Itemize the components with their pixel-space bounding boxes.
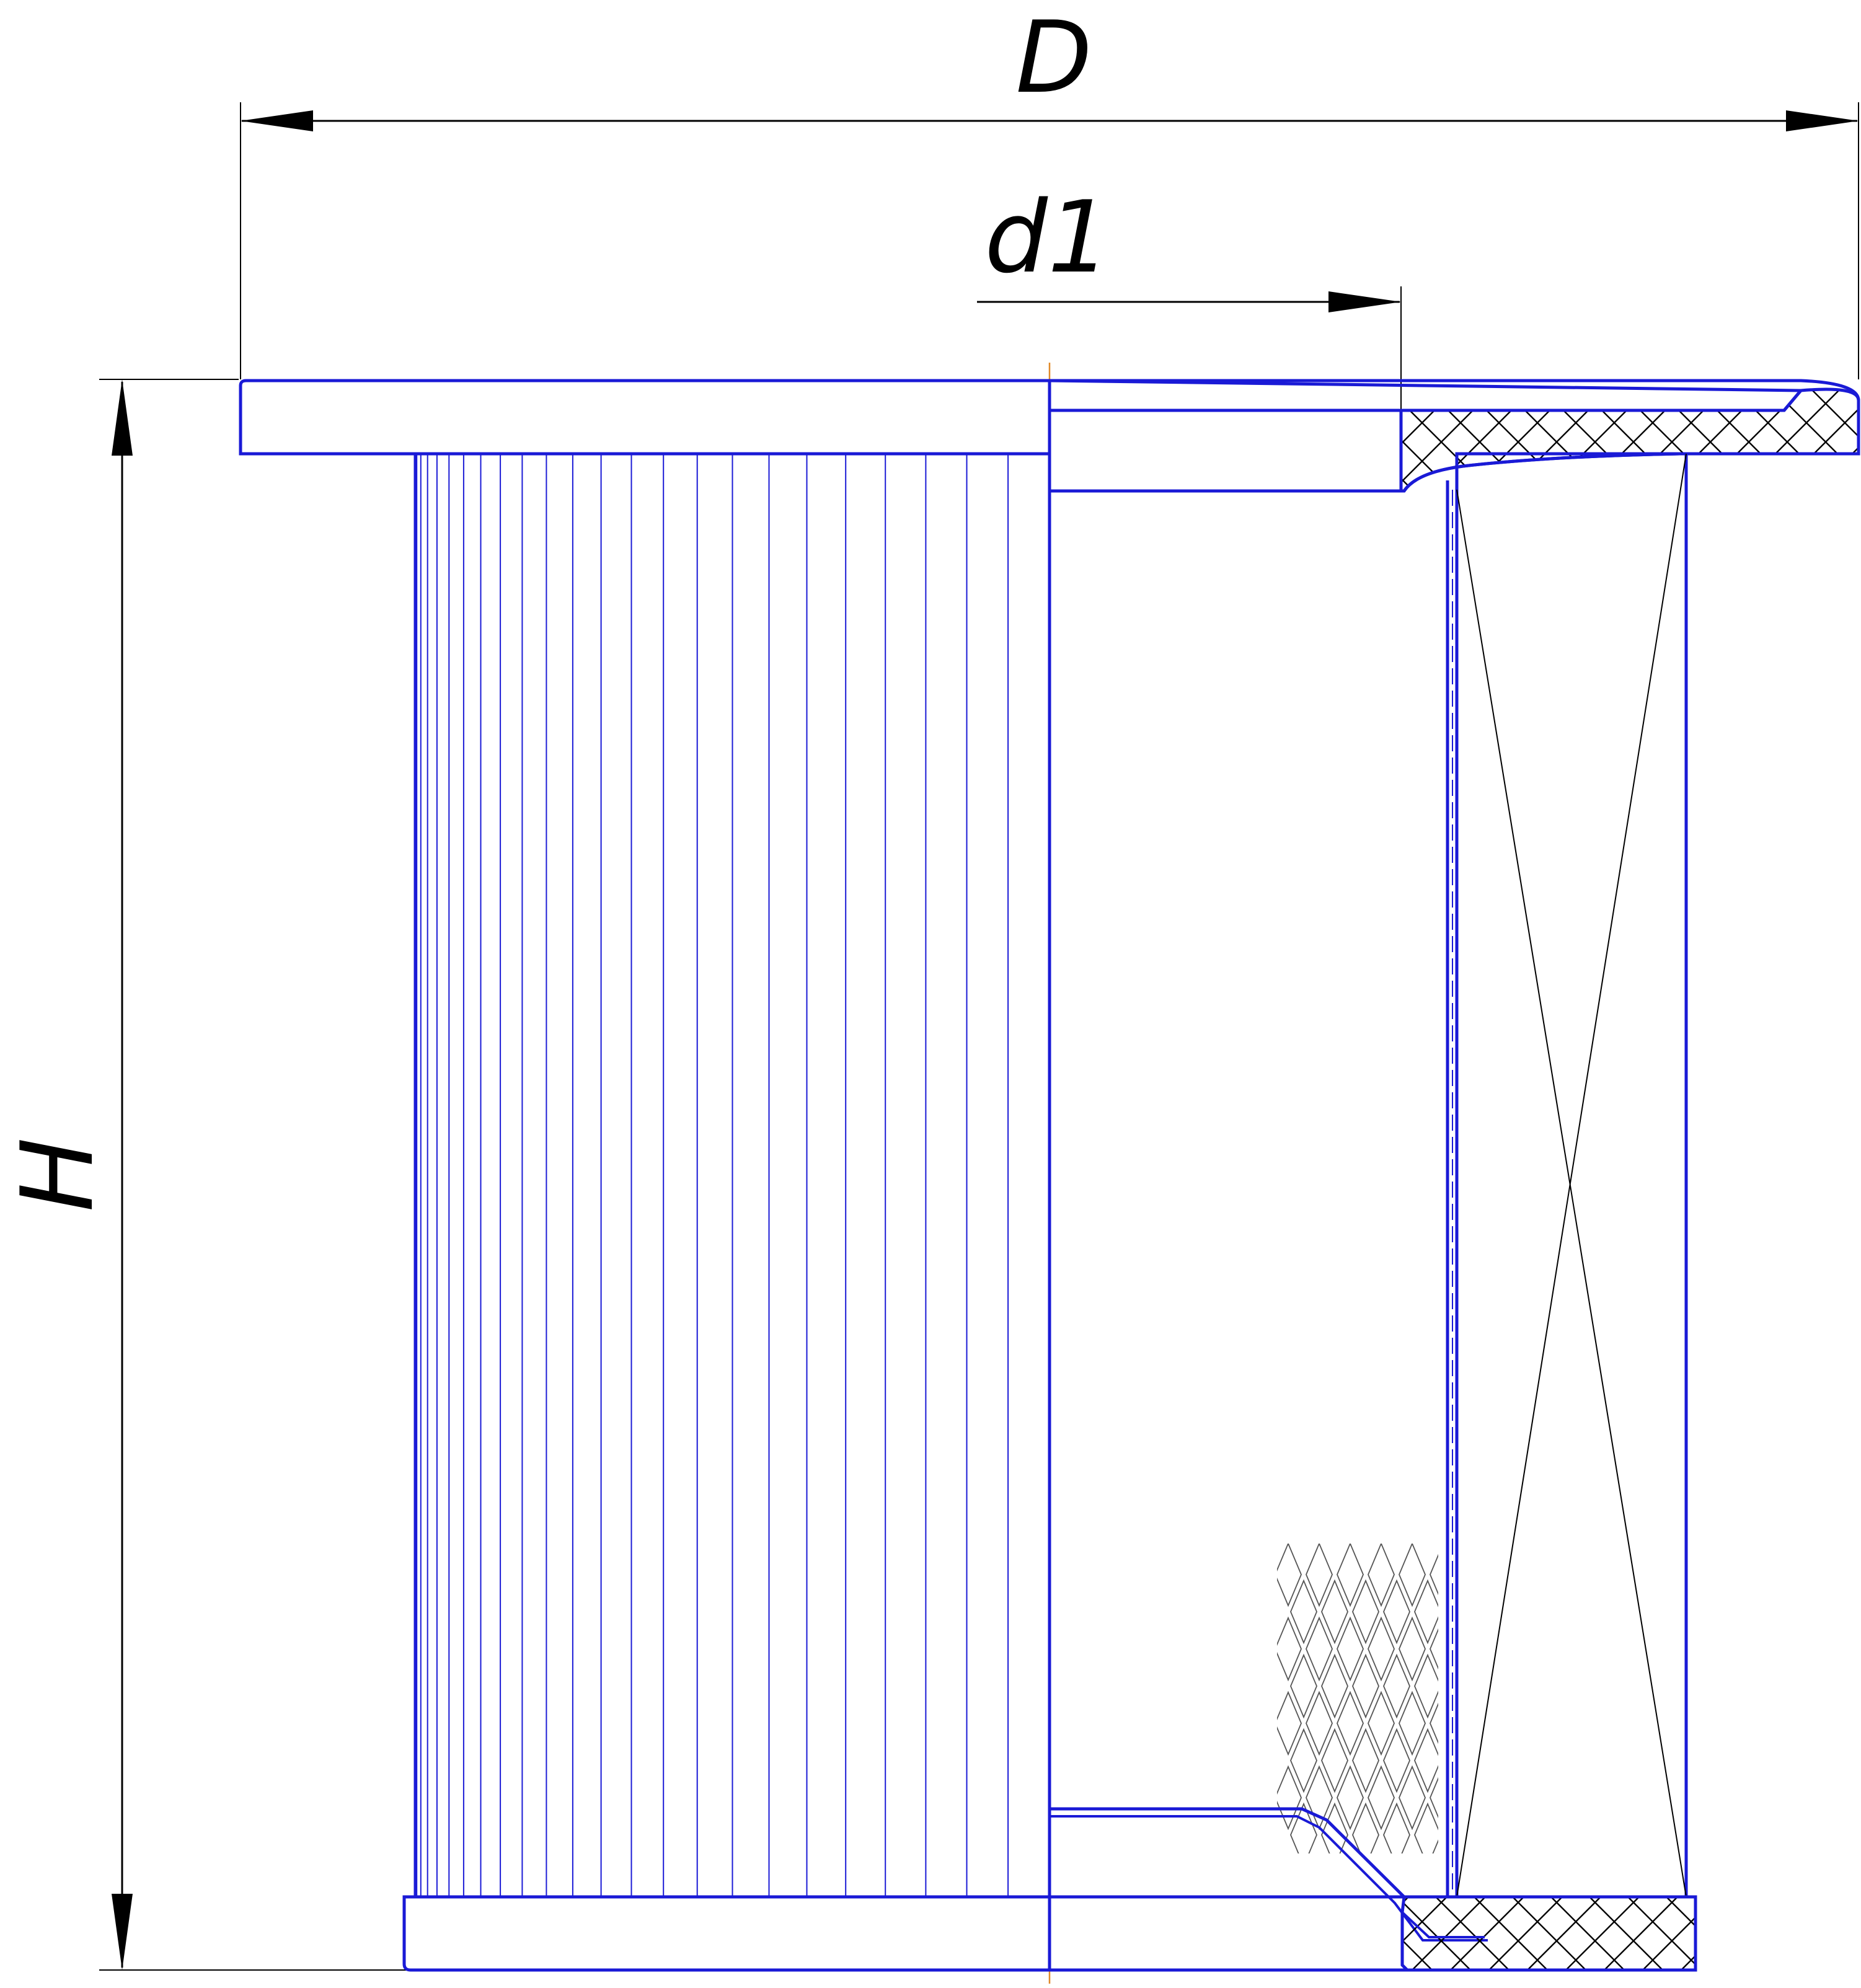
mesh-cell: [1461, 1767, 1487, 1829]
mesh-cell: [1321, 1728, 1348, 1793]
mesh-cell: [1337, 1616, 1364, 1682]
label-outer-diameter: D: [1015, 0, 1092, 115]
mesh-cell: [1277, 1690, 1302, 1756]
mesh-cell: [1352, 1579, 1379, 1645]
mesh-cell: [1290, 1653, 1317, 1719]
mesh-cell: [1306, 1544, 1333, 1607]
mesh-cell: [1461, 1692, 1487, 1754]
exterior-view: [239, 379, 1051, 1972]
mesh-cell: [1352, 1728, 1379, 1793]
mesh-cell: [1446, 1804, 1472, 1866]
mesh-cell: [1277, 1544, 1302, 1607]
bottom-seal-hatch: [1400, 1895, 1697, 1972]
filter-media-section: [1455, 452, 1688, 1899]
label-inner-diameter: d1: [984, 179, 1110, 295]
dimension-height: H: [0, 379, 406, 1971]
mesh-cell: [1337, 1690, 1364, 1756]
mesh-cell: [1446, 1730, 1472, 1791]
top-end-cap-section: [1048, 379, 1860, 493]
mesh-cell: [1477, 1655, 1503, 1717]
label-height: H: [0, 1138, 115, 1212]
mesh-cell: [1306, 1690, 1333, 1756]
mesh-cell: [1352, 1653, 1379, 1719]
mesh-cell: [1446, 1581, 1472, 1643]
mesh-cell: [1321, 1579, 1348, 1645]
mesh-cell: [1321, 1802, 1348, 1853]
mesh-cell: [1399, 1616, 1426, 1682]
mesh-cell: [1414, 1653, 1438, 1719]
mesh-cell: [1414, 1579, 1438, 1645]
mesh-cell: [1337, 1544, 1364, 1607]
mesh-cell: [1383, 1728, 1410, 1793]
mesh-cell: [1383, 1653, 1410, 1719]
mesh-cell: [1352, 1802, 1379, 1853]
mesh-cell: [1290, 1728, 1317, 1793]
mesh-cell: [1414, 1728, 1438, 1793]
mesh-cell: [1306, 1616, 1333, 1682]
dimension-inner-diameter: d1: [977, 179, 1402, 414]
mesh-cell: [1368, 1616, 1395, 1682]
mesh-cell: [1430, 1777, 1438, 1819]
mesh-cell: [1446, 1655, 1472, 1717]
top-end-cap-exterior: [239, 379, 1051, 456]
mesh-cell: [1477, 1730, 1503, 1791]
dimension-outer-diameter: D: [240, 0, 1859, 379]
mesh-cell: [1414, 1802, 1438, 1853]
mesh-cell: [1399, 1690, 1426, 1756]
mesh-cell: [1399, 1544, 1426, 1607]
pleat-lines: [416, 454, 1009, 1897]
mesh-cell: [1277, 1616, 1302, 1682]
mesh-cell: [1368, 1544, 1395, 1607]
section-view: [1048, 379, 1860, 1972]
mesh-cell: [1383, 1579, 1410, 1645]
mesh-cell: [1430, 1702, 1438, 1744]
mesh-cell: [1477, 1804, 1503, 1866]
bottom-end-cap-exterior: [402, 1895, 1051, 1972]
mesh-cell: [1399, 1765, 1426, 1831]
mesh-cell: [1321, 1653, 1348, 1719]
mesh-cell: [1461, 1544, 1487, 1606]
mesh-cell: [1430, 1553, 1438, 1596]
mesh-detail: [1277, 1544, 1503, 1866]
mesh-cell: [1368, 1765, 1395, 1831]
mesh-cell: [1461, 1618, 1487, 1680]
bottom-end-cap-section: [1050, 1807, 1697, 1972]
top-seal-hatch: [1399, 387, 1860, 493]
mesh-cell: [1383, 1802, 1410, 1853]
mesh-cell: [1337, 1765, 1364, 1831]
mesh-cell: [1290, 1579, 1317, 1645]
mesh-cell: [1368, 1690, 1395, 1756]
mesh-cell: [1430, 1628, 1438, 1670]
mesh-cell: [1277, 1765, 1302, 1831]
